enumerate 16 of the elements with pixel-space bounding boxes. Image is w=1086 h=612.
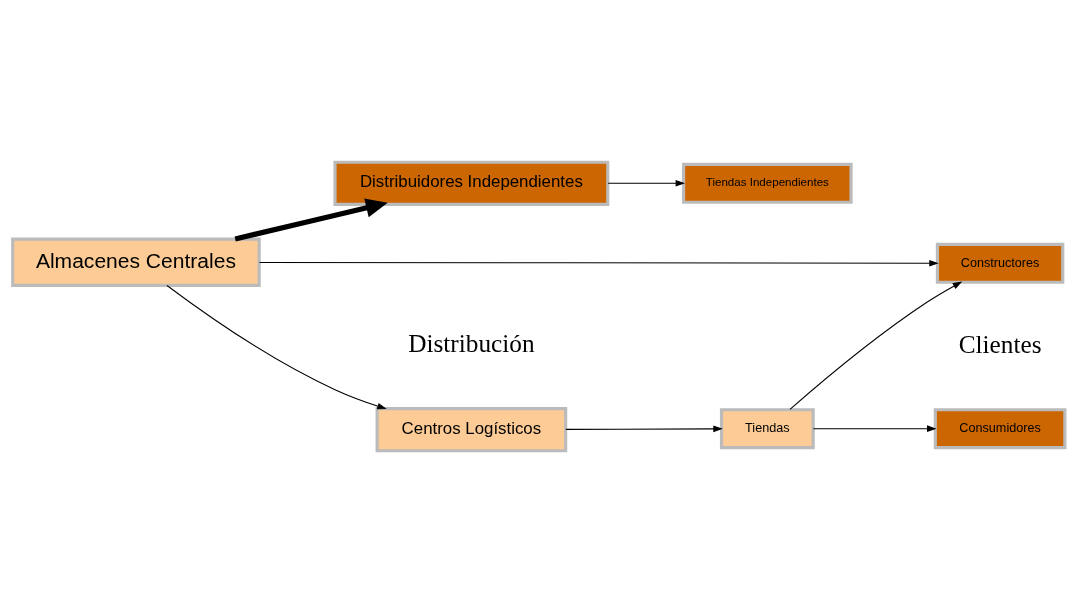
node-box: Tiendas Independientes — [682, 162, 853, 204]
node-box: Consumidores — [933, 407, 1067, 449]
node-box: Constructores — [935, 242, 1065, 284]
node-box: Centros Logísticos — [375, 406, 568, 452]
arrow — [166, 284, 387, 409]
arrow — [789, 281, 963, 410]
arrow — [607, 179, 686, 187]
node-box: Almacenes Centrales — [11, 237, 261, 287]
label: Distribución — [408, 328, 535, 357]
label: Clientes — [958, 329, 1042, 358]
arrow — [812, 424, 937, 432]
arrow — [259, 259, 939, 267]
node-box: Distribuidores Independientes — [333, 160, 610, 206]
arrow — [234, 198, 388, 242]
arrow — [565, 425, 723, 432]
node-box: Tiendas — [719, 407, 815, 449]
